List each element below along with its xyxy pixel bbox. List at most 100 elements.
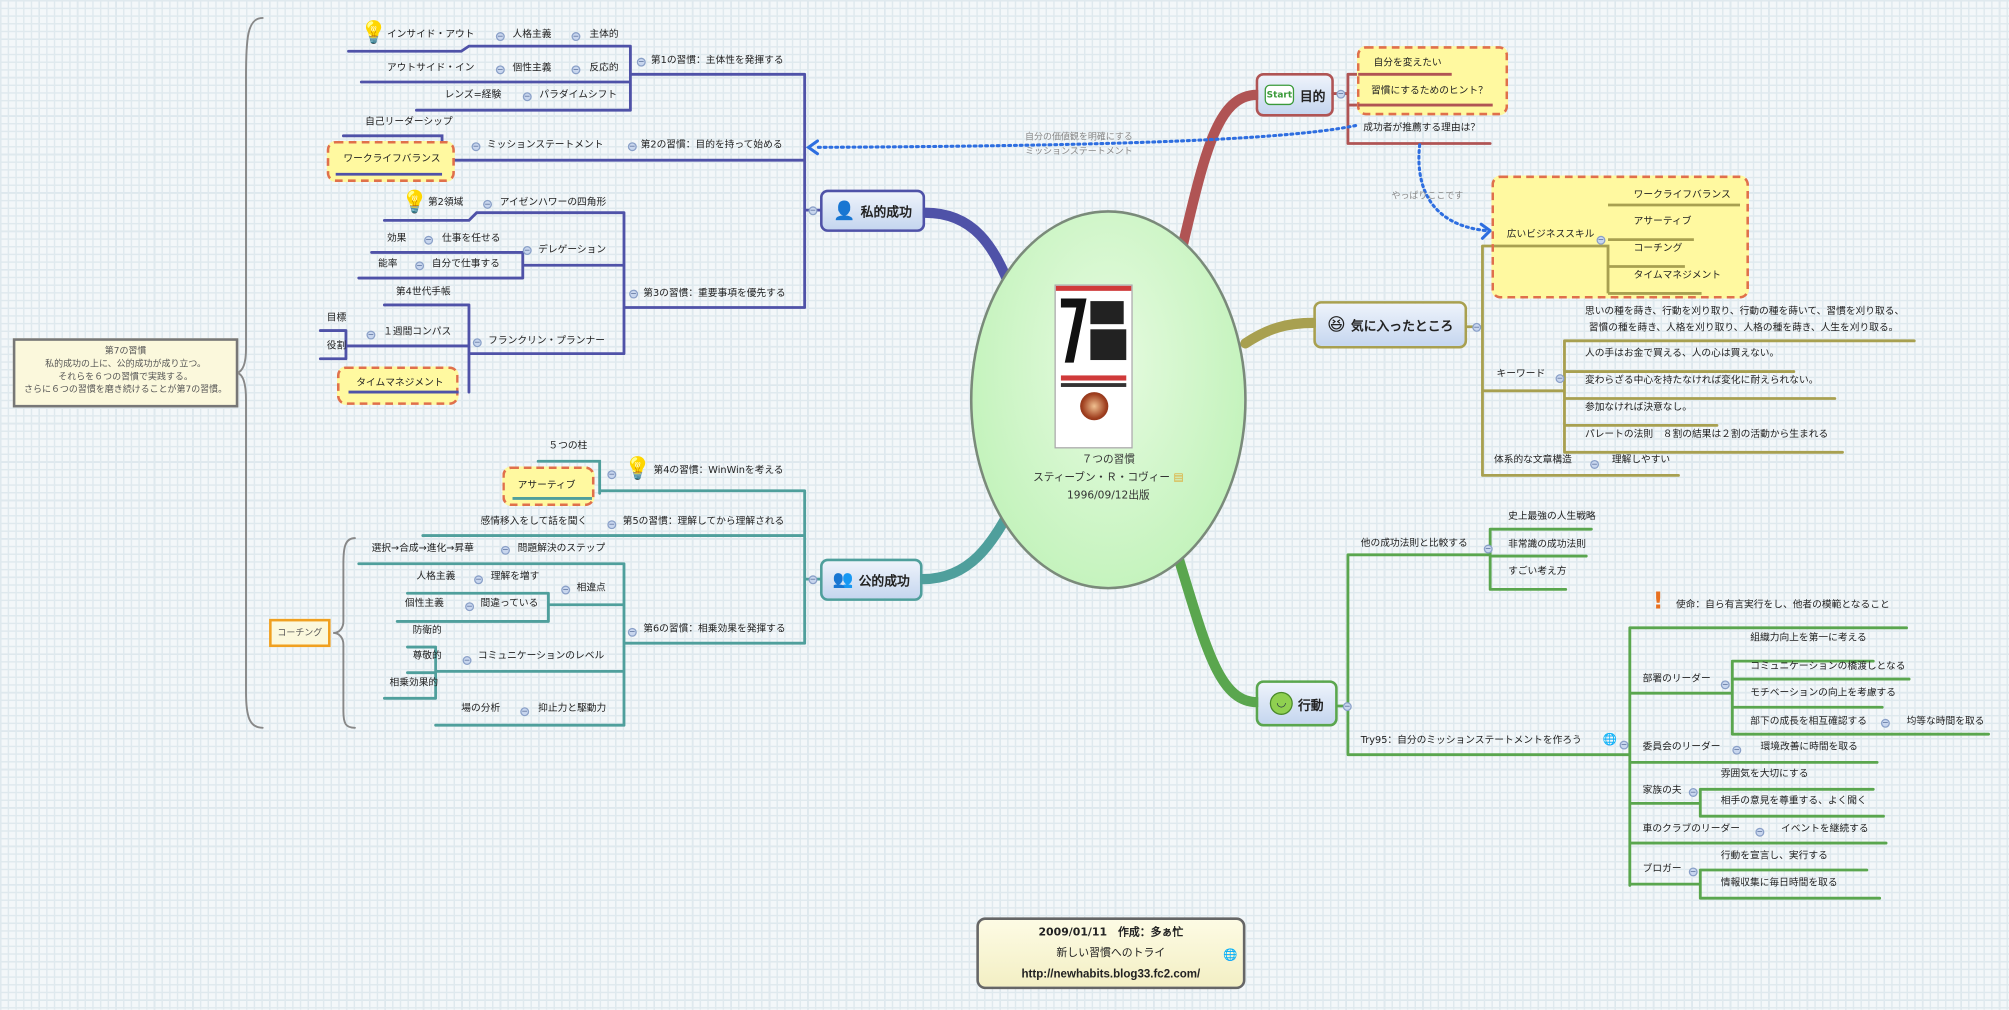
node-label[interactable]: 個性主義 [404,597,444,609]
node-label[interactable]: 尊敬的 [412,649,442,662]
node-label[interactable]: コミュニケーションのレベル [477,649,605,662]
collapse-icon[interactable]: − [522,246,532,255]
node-label[interactable]: 他の成功法則と比較する [1360,536,1468,549]
collapse-icon[interactable]: − [1472,322,1482,332]
collapse-icon[interactable]: − [472,338,482,348]
node-label[interactable]: ワークライフバランス [1633,188,1731,200]
node-label[interactable]: 個性主義 [512,61,552,74]
collapse-icon[interactable]: − [1880,718,1890,728]
collapse-icon[interactable]: − [500,545,510,555]
footer-url[interactable]: http://newhabits.blog33.fc2.com/ [1021,967,1201,981]
node-label[interactable]: 理解を増す [490,570,540,582]
node-label[interactable]: キーワード [1496,367,1546,380]
collapse-icon[interactable]: − [1590,459,1600,469]
node-label[interactable]: 変わらざる中心を持たなければ変化に耐えられない。 [1584,374,1819,386]
coaching-note[interactable]: コーチング [269,618,331,648]
habit-4-label[interactable]: 第4の習慣：WinWinを考える [653,463,784,476]
globe-icon[interactable]: 🌐 [1602,734,1618,747]
node-label[interactable]: 成功者が推薦する理由は？ [1363,121,1481,134]
collapse-icon[interactable]: − [1555,374,1565,384]
node-label[interactable]: レンズ=経験 [444,88,502,100]
node-label[interactable]: 広いビジネススキル [1506,228,1595,240]
collapse-icon[interactable]: − [571,32,581,42]
node-label[interactable]: インサイド・アウト [386,28,475,40]
node-label[interactable]: 主体的 [589,28,619,40]
node-label[interactable]: 効果 [386,231,407,244]
collapse-icon[interactable]: − [571,65,581,75]
node-label[interactable]: 第2領域 [427,196,464,208]
habit-6-label[interactable]: 第6の習慣：相乗効果を発揮する [643,622,786,635]
node-label[interactable]: イベントを継続する [1781,822,1869,835]
node-label[interactable]: 車のクラブのリーダー [1642,822,1740,835]
node-label[interactable]: パレートの法則 ８割の結果は２割の活動から生まれる [1584,427,1829,440]
node-label[interactable]: 均等な時間を取る [1906,714,1985,727]
node-label[interactable]: アサーティブ [517,479,576,491]
purpose-node[interactable]: Start 目的 [1255,73,1334,117]
collapse-icon[interactable]: − [424,235,434,245]
node-label[interactable]: 理解しやすい [1611,453,1671,466]
collapse-icon[interactable]: − [462,656,472,665]
node-label[interactable]: 自分を変えたい [1373,56,1442,68]
footer-info-box[interactable]: 2009/01/11 作成：多ぁ忙 新しい習慣へのトライ http://newh… [976,917,1246,990]
collapse-icon[interactable]: − [366,330,376,340]
node-label[interactable]: 選択→合成→進化→昇華 [371,541,474,554]
action-node[interactable]: ◡ 行動 [1255,680,1338,727]
node-label[interactable]: 雰囲気を大切にする [1720,767,1809,780]
favorites-node[interactable]: 😆 気に入ったところ [1313,301,1468,349]
node-label[interactable]: 委員会のリーダー [1642,740,1721,753]
node-label[interactable]: 習慣の種を蒔き、人格を刈り取り、人格の種を蒔き、人生を刈り取る。 [1588,321,1899,334]
node-label[interactable]: ５つの柱 [548,439,588,452]
collapse-icon[interactable]: − [520,707,530,717]
collapse-icon[interactable]: − [808,206,818,216]
collapse-icon[interactable]: − [607,470,617,480]
collapse-icon[interactable]: − [1336,89,1346,99]
node-label[interactable]: 相違点 [576,581,606,594]
collapse-icon[interactable]: − [561,585,571,595]
node-label[interactable]: 感情移入をして話を聞く [480,515,588,527]
node-label[interactable]: 自分で仕事する [431,257,500,270]
node-label[interactable]: 抑止力と駆動力 [538,702,607,714]
node-label[interactable]: 使命：自ら有言実行をし、他者の模範となること [1675,598,1890,610]
collapse-icon[interactable]: − [1619,740,1629,750]
habit7-note[interactable]: 第7の習慣 私的成功の上に、公的成功が成り立つ。 それらを６つの習慣で実践する。… [12,338,239,408]
node-label[interactable]: 役割 [326,339,347,352]
node-label[interactable]: 目標 [326,311,347,323]
node-label[interactable]: 参加なければ決意なし。 [1584,401,1692,413]
node-label[interactable]: 部下の成長を相互確認する [1750,714,1868,727]
node-label[interactable]: アサーティブ [1633,215,1692,227]
node-label[interactable]: １週間コンパス [383,325,452,337]
collapse-icon[interactable]: − [1342,702,1352,712]
node-label[interactable]: 防衛的 [412,623,442,636]
collapse-icon[interactable]: − [483,199,493,209]
collapse-icon[interactable]: − [1688,787,1698,797]
habit-5-label[interactable]: 第5の習慣：理解してから理解される [622,515,785,527]
collapse-icon[interactable]: − [636,57,646,67]
collapse-icon[interactable]: − [471,142,481,152]
note-icon[interactable]: ▤ [1173,470,1184,484]
collapse-icon[interactable]: − [808,575,818,585]
collapse-icon[interactable]: − [495,32,505,42]
collapse-icon[interactable]: − [627,142,637,152]
node-label[interactable]: 相乗効果的 [389,676,439,689]
node-label[interactable]: 自己リーダーシップ [365,115,453,127]
node-label[interactable]: 情報収集に毎日時間を取る [1720,876,1838,888]
habit-2-label[interactable]: 第2の習慣：目的を持って始める [640,138,783,150]
collapse-icon[interactable]: − [1596,235,1606,245]
node-label[interactable]: 体系的な文章構造 [1493,453,1572,466]
collapse-icon[interactable]: − [465,602,475,612]
node-label[interactable]: 仕事を任せる [442,231,501,244]
node-label[interactable]: 人格主義 [416,570,456,582]
node-label[interactable]: パラダイムシフト [539,88,618,100]
node-label[interactable]: 人の手はお金で買える、人の心は買えない。 [1584,347,1780,359]
collapse-icon[interactable]: − [1755,827,1765,837]
node-label[interactable]: 習慣にするためのヒント？ [1370,84,1488,97]
node-label[interactable]: フランクリン・プランナー [488,334,605,346]
node-label[interactable]: コミュニケーションの橋渡しとなる [1750,659,1906,672]
node-label[interactable]: 行動を宣言し、実行する [1720,849,1828,862]
private-success-node[interactable]: 👤 私的成功 [820,189,926,232]
node-label[interactable]: 家族の夫 [1642,784,1682,796]
try95-label[interactable]: Try95：自分のミッションステートメントを作ろう [1360,734,1582,746]
node-label[interactable]: アイゼンハワーの四角形 [499,196,607,208]
node-label[interactable]: タイムマネジメント [1633,269,1722,281]
